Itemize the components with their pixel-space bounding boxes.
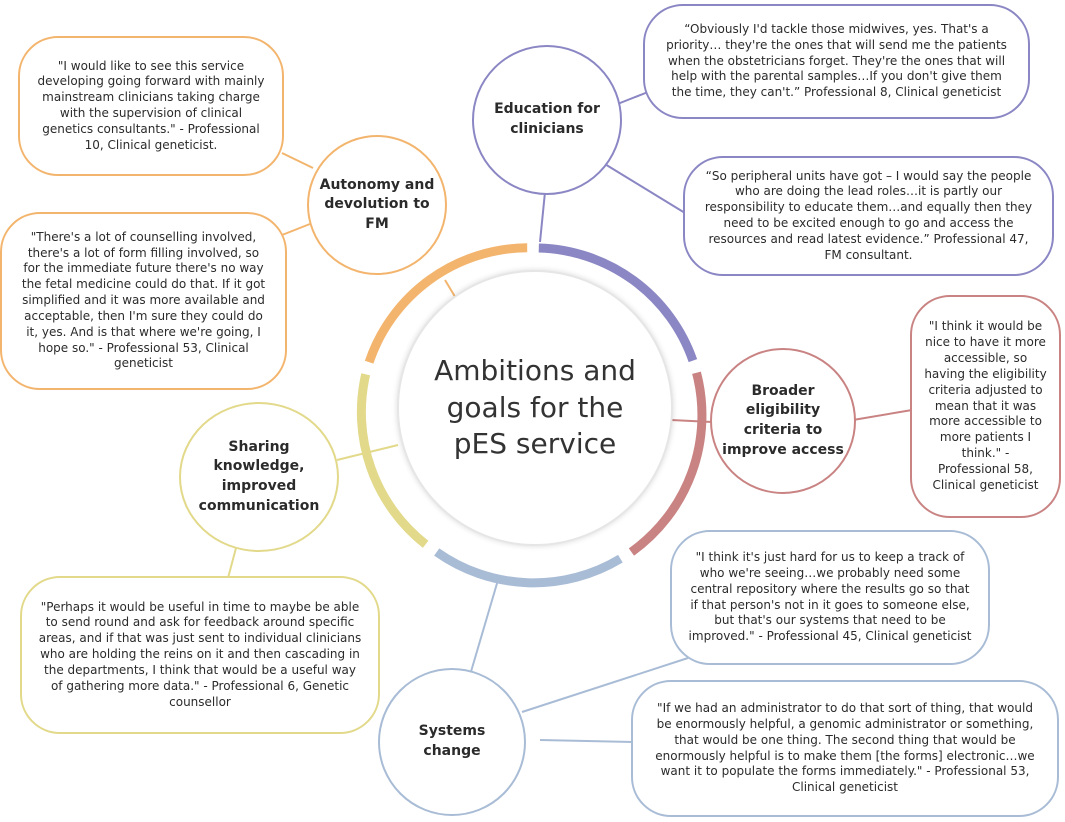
connector-education-center: [539, 191, 546, 243]
quote-systems-2: "If we had an administrator to do that s…: [631, 680, 1059, 817]
connector-sharing-quote: [227, 547, 237, 579]
quote-education-2: “So peripheral units have got – I would …: [683, 156, 1054, 276]
connector-education-quote2: [594, 157, 686, 214]
ring-segment-systems: [434, 548, 623, 588]
ring-segment-autonomy: [364, 243, 528, 364]
connector-systems-quote2: [539, 739, 634, 743]
connector-systems-center: [469, 579, 499, 676]
quote-eligibility-1: "I think it would be nice to have it mor…: [910, 295, 1061, 518]
connector-systems-quote1: [521, 657, 689, 713]
ring-segment-sharing: [356, 373, 429, 548]
ring-segment-eligibility: [628, 371, 707, 556]
theme-education: Education for clinicians: [472, 45, 622, 195]
quote-education-1: “Obviously I'd tackle those midwives, ye…: [643, 4, 1030, 119]
connector-autonomy-quote1: [281, 152, 314, 169]
ring-segment-education: [538, 243, 698, 363]
theme-sharing: Sharing knowledge, improved communicatio…: [179, 402, 339, 552]
theme-eligibility: Broader eligibility criteria to improve …: [710, 348, 856, 494]
connector-eligibility-quote: [852, 409, 913, 421]
quote-sharing-1: "Perhaps it would be useful in time to m…: [20, 576, 380, 734]
quote-systems-1: "I think it's just hard for us to keep a…: [670, 530, 990, 665]
connector-education-quote1: [614, 91, 649, 106]
quote-autonomy-2: "There's a lot of counselling involved, …: [0, 212, 287, 390]
central-topic: Ambitions and goals for the pES service: [397, 270, 673, 546]
theme-systems: Systems change: [378, 668, 526, 816]
quote-autonomy-1: "I would like to see this service develo…: [18, 36, 284, 176]
theme-autonomy: Autonomy and devolution to FM: [307, 135, 447, 275]
